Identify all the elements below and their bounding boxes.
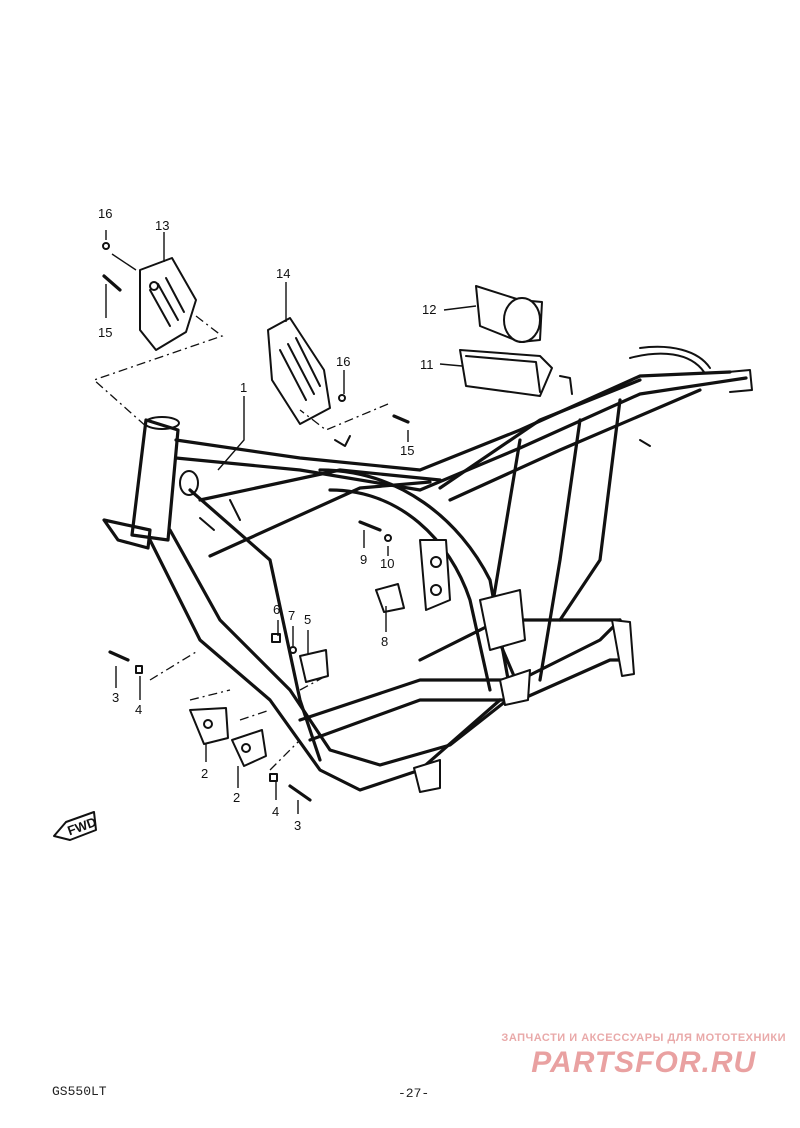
side-cover-13 [139, 257, 197, 351]
assembly-lines [92, 315, 389, 771]
watermark-tagline: ЗАПЧАСТИ И АКСЕССУАРЫ ДЛЯ МОТОТЕХНИКИ [501, 1032, 786, 1044]
callout-11: 11 [420, 357, 434, 372]
callout-9: 9 [360, 552, 367, 567]
callout-15b: 15 [400, 443, 414, 458]
callout-3b: 3 [294, 818, 301, 833]
callout-15a: 15 [98, 325, 112, 340]
watermark: ЗАПЧАСТИ И АКСЕССУАРЫ ДЛЯ МОТОТЕХНИКИ PA… [501, 1032, 786, 1080]
model-code: GS550LT [52, 1084, 107, 1099]
fasteners [102, 242, 410, 802]
callout-16a: 16 [98, 206, 112, 221]
callout-6: 6 [273, 602, 280, 617]
callout-1: 1 [240, 380, 247, 395]
callout-2a: 2 [201, 766, 208, 781]
callout-14: 14 [276, 266, 290, 281]
callout-4a: 4 [135, 702, 142, 717]
callout-3a: 3 [112, 690, 119, 705]
callout-16b: 16 [336, 354, 350, 369]
battery-cover-12 [475, 285, 543, 343]
side-cover-14 [267, 317, 331, 425]
watermark-logo: PARTSFOR.RU [531, 1046, 757, 1079]
callout-2b: 2 [233, 790, 240, 805]
forward-direction-arrow: FWD [53, 811, 98, 841]
main-frame [102, 345, 753, 793]
callout-8: 8 [381, 634, 388, 649]
battery-tray-11 [459, 349, 553, 397]
callout-10: 10 [380, 556, 394, 571]
page-number: -27- [398, 1086, 430, 1101]
callout-labels: 1 16 13 15 14 16 15 12 11 9 10 8 6 7 5 3… [98, 206, 436, 833]
callout-12: 12 [422, 302, 436, 317]
callout-4b: 4 [272, 804, 279, 819]
callout-5: 5 [304, 612, 311, 627]
callout-13: 13 [155, 218, 169, 233]
leader-lines [105, 230, 477, 814]
callout-7: 7 [288, 608, 295, 623]
